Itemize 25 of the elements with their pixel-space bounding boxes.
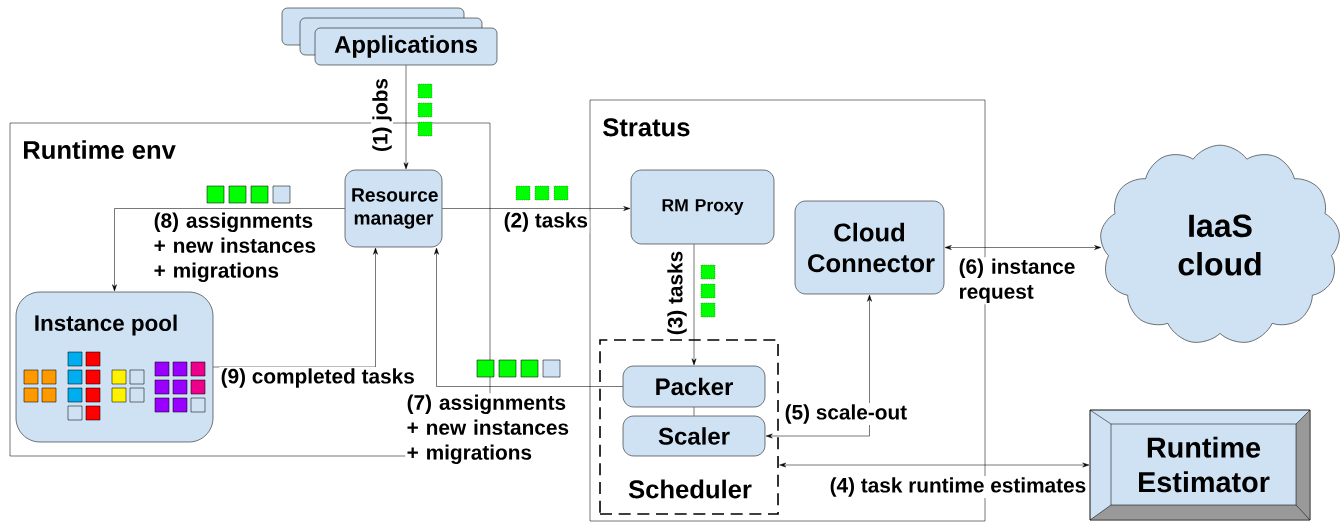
process-box: Packer	[622, 365, 766, 408]
stacked-box: Applications	[281, 7, 498, 66]
arrow	[213, 247, 378, 368]
arrow	[691, 244, 697, 366]
edge-label: (5) scale-out	[783, 403, 909, 426]
edge-label: (3) tasks	[666, 249, 689, 337]
edge-label: (2) tasks	[502, 211, 590, 234]
arrow	[112, 208, 345, 292]
edge-label: (7) assignments + new instances + migrations	[405, 393, 580, 466]
edge-label: (4) task runtime estimates	[828, 476, 1088, 499]
process-box: Resource manager	[344, 169, 443, 248]
arrow	[779, 462, 1090, 468]
process-box: Scaler	[622, 415, 766, 457]
edge-label: (1) jobs	[371, 76, 394, 154]
edge-label: (8) assignments + new instances + migrations	[152, 211, 327, 284]
arrow	[403, 65, 409, 170]
edge-label: (9) completed tasks	[219, 367, 417, 390]
process-box: Cloud Connector	[794, 200, 945, 295]
arrow	[944, 245, 1102, 250]
arrow	[442, 206, 631, 211]
arrow	[765, 294, 872, 439]
arrow	[434, 247, 623, 387]
raised-box: Runtime Estimator	[1089, 409, 1311, 521]
process-box: RM Proxy	[630, 169, 775, 245]
edge-label: (6) instance request	[957, 257, 1085, 305]
